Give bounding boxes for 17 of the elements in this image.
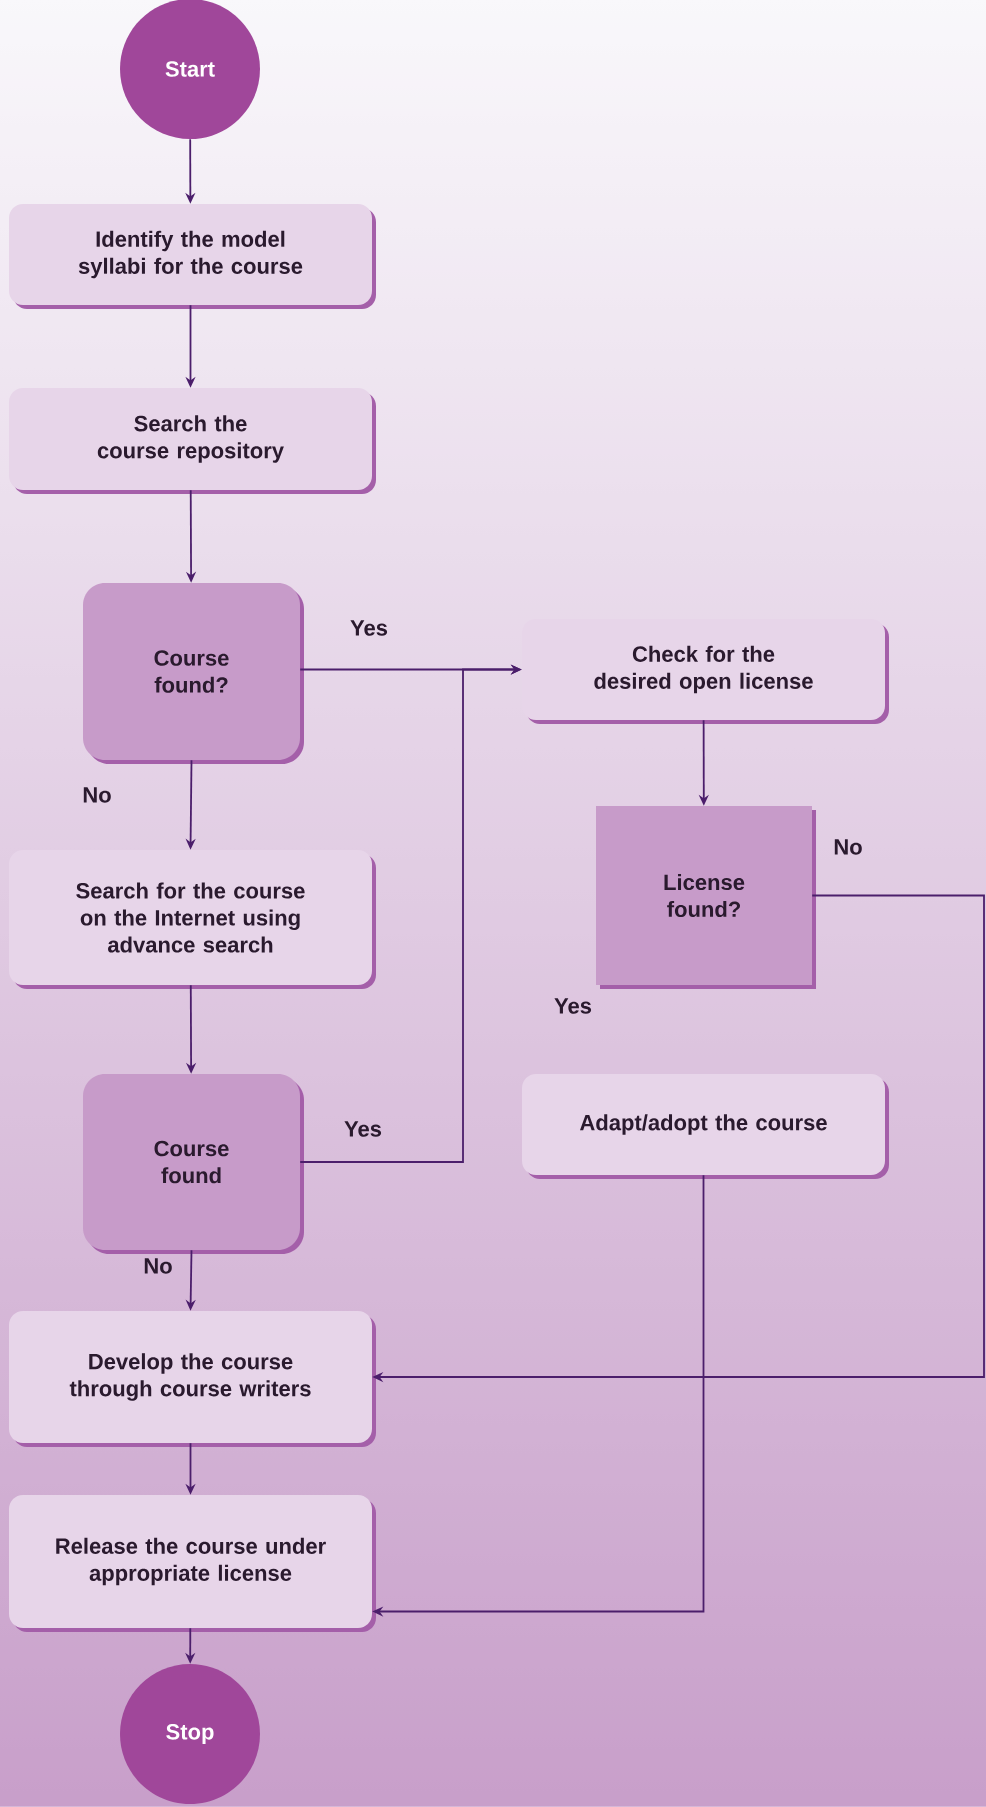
edge-label: No: [144, 1258, 172, 1274]
decision-box: Course found: [83, 1074, 304, 1254]
decision-box: Course found?: [83, 583, 304, 764]
process-box: Search the course repository: [9, 388, 376, 494]
process-box: Identify the model syllabi for the course: [9, 204, 376, 309]
edge-label: Yes: [344, 1121, 382, 1137]
process-box: Develop the course through course writers: [9, 1311, 376, 1447]
process-box: Adapt/adopt the course: [522, 1074, 889, 1179]
branch-label: Yes: [554, 998, 592, 1014]
edge-label: Yes: [350, 620, 388, 636]
decision-box: License found?: [596, 806, 816, 989]
process-box: Search for the course on the Internet using advance search: [9, 850, 376, 989]
process-box: Check for the desired open license: [522, 619, 889, 724]
node-label: Check for the desired open license: [594, 645, 813, 694]
edge-label: No: [834, 839, 862, 855]
process-box: Release the course under appropriate license: [9, 1495, 376, 1632]
edge-label: No: [83, 787, 111, 803]
